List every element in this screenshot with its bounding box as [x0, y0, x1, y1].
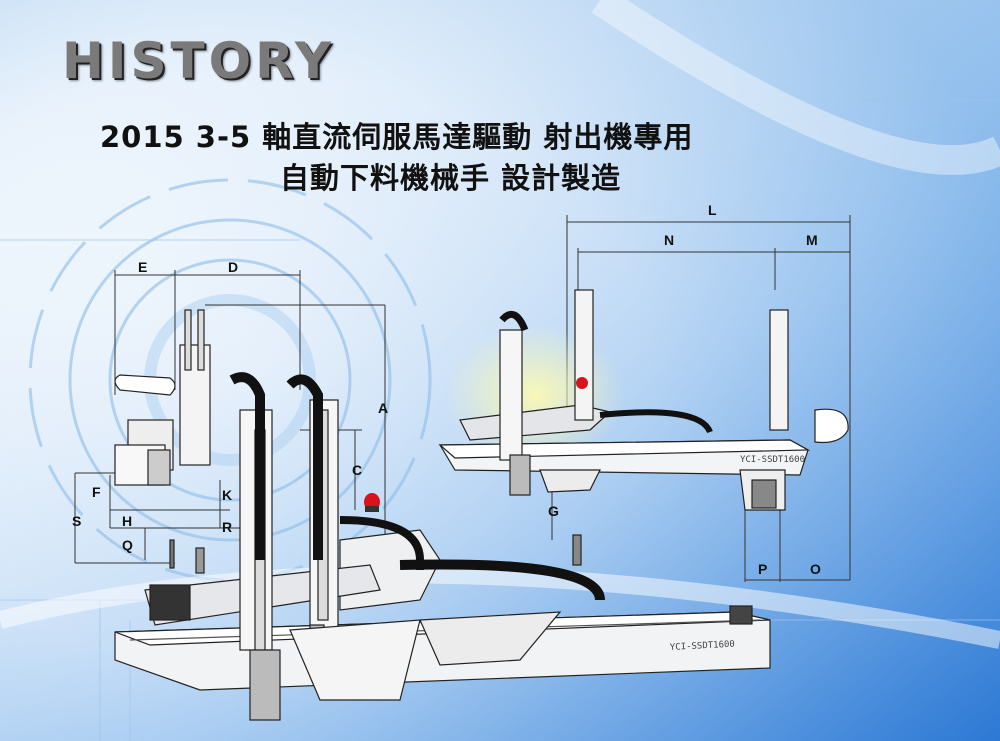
dim-label-P: P: [758, 561, 767, 577]
model-plate-right: YCI-SSDT1600: [740, 455, 805, 465]
dim-label-H: H: [122, 513, 132, 529]
dim-label-O: O: [810, 561, 821, 577]
dim-label-N: N: [664, 232, 674, 248]
dim-label-C: C: [352, 462, 362, 478]
subtitle-line-1: 2015 3-5 軸直流伺服馬達驅動 射出機專用: [100, 120, 694, 154]
model-plate-left: YCI-SSDT1600: [670, 640, 735, 653]
dim-label-K: K: [222, 487, 232, 503]
dim-label-E: E: [138, 259, 147, 275]
dim-label-M: M: [806, 232, 818, 248]
dim-label-G: G: [548, 503, 559, 519]
dim-label-A: A: [378, 400, 388, 416]
dim-label-S: S: [72, 513, 81, 529]
page-heading: HISTORY: [62, 32, 336, 90]
dim-label-Q: Q: [122, 537, 133, 553]
dim-label-R: R: [222, 519, 232, 535]
dim-label-F: F: [92, 484, 101, 500]
subtitle-line-2: 自動下料機械手 設計製造: [280, 161, 622, 195]
dim-label-L: L: [708, 202, 717, 218]
dim-label-D: D: [228, 259, 238, 275]
